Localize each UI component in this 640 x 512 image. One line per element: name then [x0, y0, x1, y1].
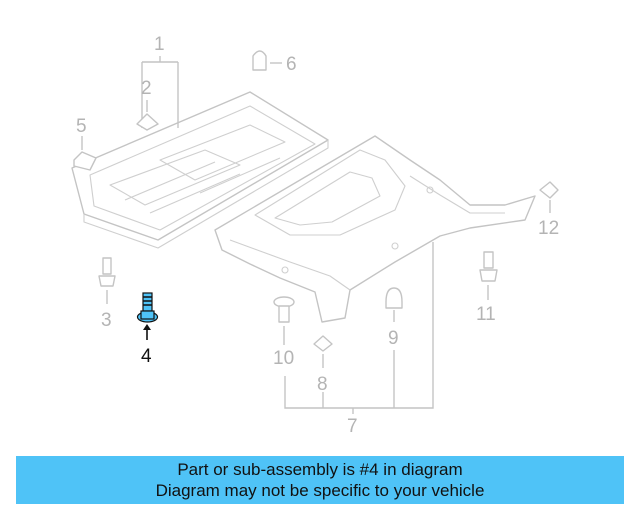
bracket-part-5 [73, 136, 97, 171]
parts-diagram: 1 2 3 4 5 6 7 8 9 10 11 12 [71, 34, 559, 437]
callout-9: 9 [388, 328, 399, 349]
banner-line-2: Diagram may not be specific to your vehi… [155, 481, 485, 500]
callout-7: 7 [347, 416, 358, 437]
banner-line-1: Part or sub-assembly is #4 in diagram [177, 460, 463, 479]
clip-part-2 [136, 100, 159, 131]
clip-part-10 [273, 296, 295, 345]
bolt-part-11 [479, 251, 498, 300]
callout-12: 12 [538, 218, 559, 239]
bolt-part-3 [98, 257, 116, 304]
callout-1: 1 [154, 34, 165, 55]
bracket-part-12 [539, 181, 559, 213]
callout-11: 11 [476, 304, 496, 325]
clip-part-9 [385, 287, 403, 322]
callout-4: 4 [141, 346, 152, 367]
clip-part-6 [252, 50, 282, 71]
callout-2: 2 [141, 78, 152, 99]
bolt-part-4[interactable] [136, 292, 159, 340]
callout-10: 10 [273, 348, 294, 369]
callout-5: 5 [76, 116, 87, 137]
callout-3: 3 [101, 310, 112, 331]
callout-6: 6 [286, 54, 297, 75]
front-undercover [71, 91, 329, 249]
nut-part-8 [313, 335, 333, 368]
info-banner: Part or sub-assembly is #4 in diagram Di… [16, 456, 624, 504]
callout-8: 8 [317, 374, 328, 395]
rear-undercover [214, 135, 536, 323]
